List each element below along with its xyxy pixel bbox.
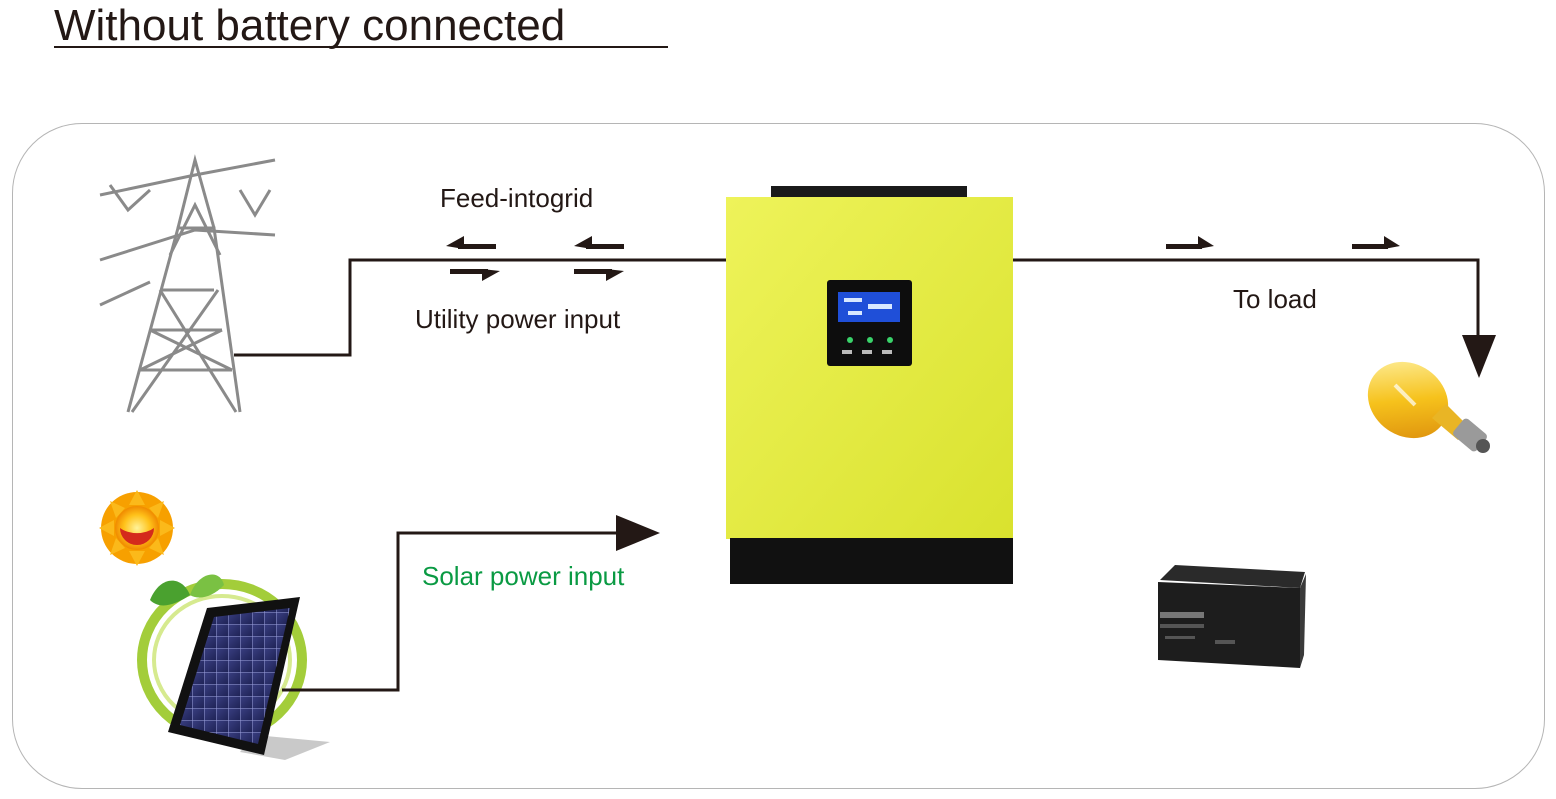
- solar-connection-line: [282, 531, 622, 692]
- diagram-frame: [12, 123, 1545, 789]
- hybrid-inverter-icon: [726, 186, 1013, 584]
- page-title: Without battery connected: [54, 1, 566, 50]
- utility-power-input-label: Utility power input: [415, 304, 621, 334]
- utility-input-arrows: [450, 269, 624, 281]
- light-bulb-icon: [1367, 361, 1490, 453]
- solar-power-input-label: Solar power input: [422, 561, 625, 591]
- solar-arrow-head: [616, 515, 660, 551]
- title-underline: [54, 46, 668, 48]
- load-connection-line: [1013, 258, 1480, 345]
- to-load-arrows: [1166, 236, 1400, 249]
- to-load-label: To load: [1233, 284, 1317, 314]
- sun-icon: [99, 490, 175, 566]
- feed-into-grid-arrows: [446, 236, 624, 249]
- load-arrow-head: [1462, 335, 1496, 378]
- grid-connection-line: [234, 258, 727, 357]
- solar-panel-icon: [137, 574, 330, 760]
- transmission-tower-icon: [99, 154, 276, 413]
- battery-icon: [1158, 565, 1306, 668]
- feed-into-grid-label: Feed-intogrid: [440, 183, 594, 213]
